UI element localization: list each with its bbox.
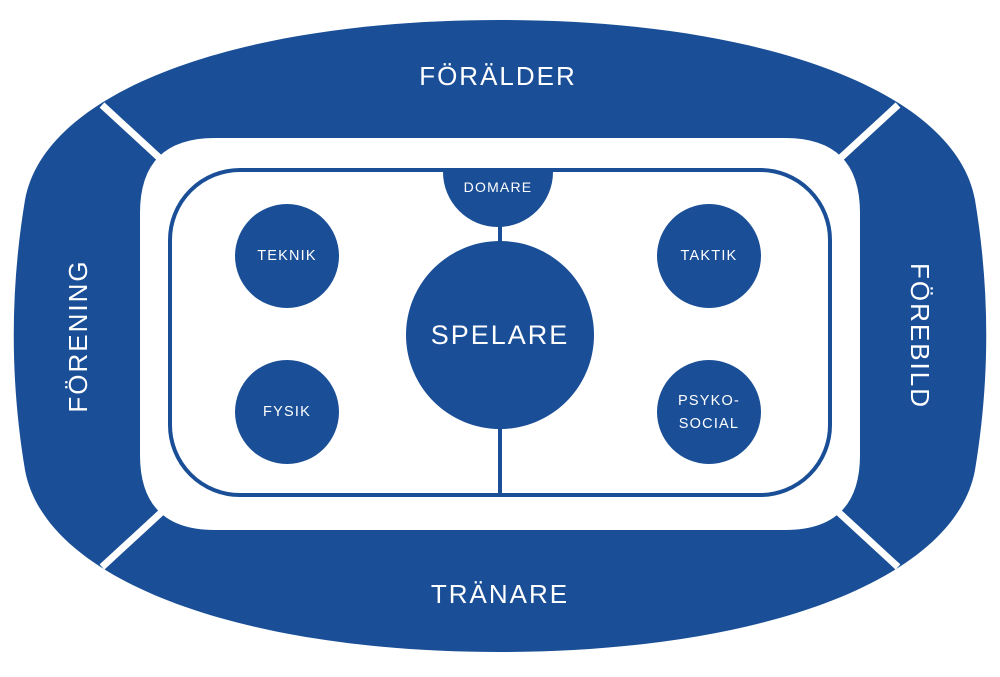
- physical-node: [235, 360, 339, 464]
- tactics-node: [657, 204, 761, 308]
- tactics-label: TAKTIK: [681, 248, 738, 264]
- player-label: SPELARE: [431, 320, 570, 350]
- ring-separator-bottom-left: [99, 494, 181, 570]
- player-node: [406, 241, 594, 429]
- psychosocial-label-line2: SOCIAL: [679, 416, 739, 432]
- psychosocial-label-line1: PSYKO-: [678, 393, 740, 409]
- referee-node: [443, 170, 553, 227]
- ring-separator-top-right: [819, 102, 901, 178]
- ring-label-left: FÖRENING: [63, 259, 93, 412]
- ring-label-bottom: TRÄNARE: [431, 579, 569, 609]
- technique-node: [235, 204, 339, 308]
- psychosocial-node: [657, 360, 761, 464]
- ring-label-top: FÖRÄLDER: [419, 61, 577, 91]
- ring-label-right: FÖREBILD: [905, 263, 935, 409]
- referee-label: DOMARE: [464, 179, 533, 195]
- ring-separator-bottom-right: [819, 494, 901, 570]
- physical-label: FYSIK: [263, 404, 311, 420]
- ring-separator-top-left: [99, 102, 181, 178]
- technique-label: TEKNIK: [257, 248, 317, 264]
